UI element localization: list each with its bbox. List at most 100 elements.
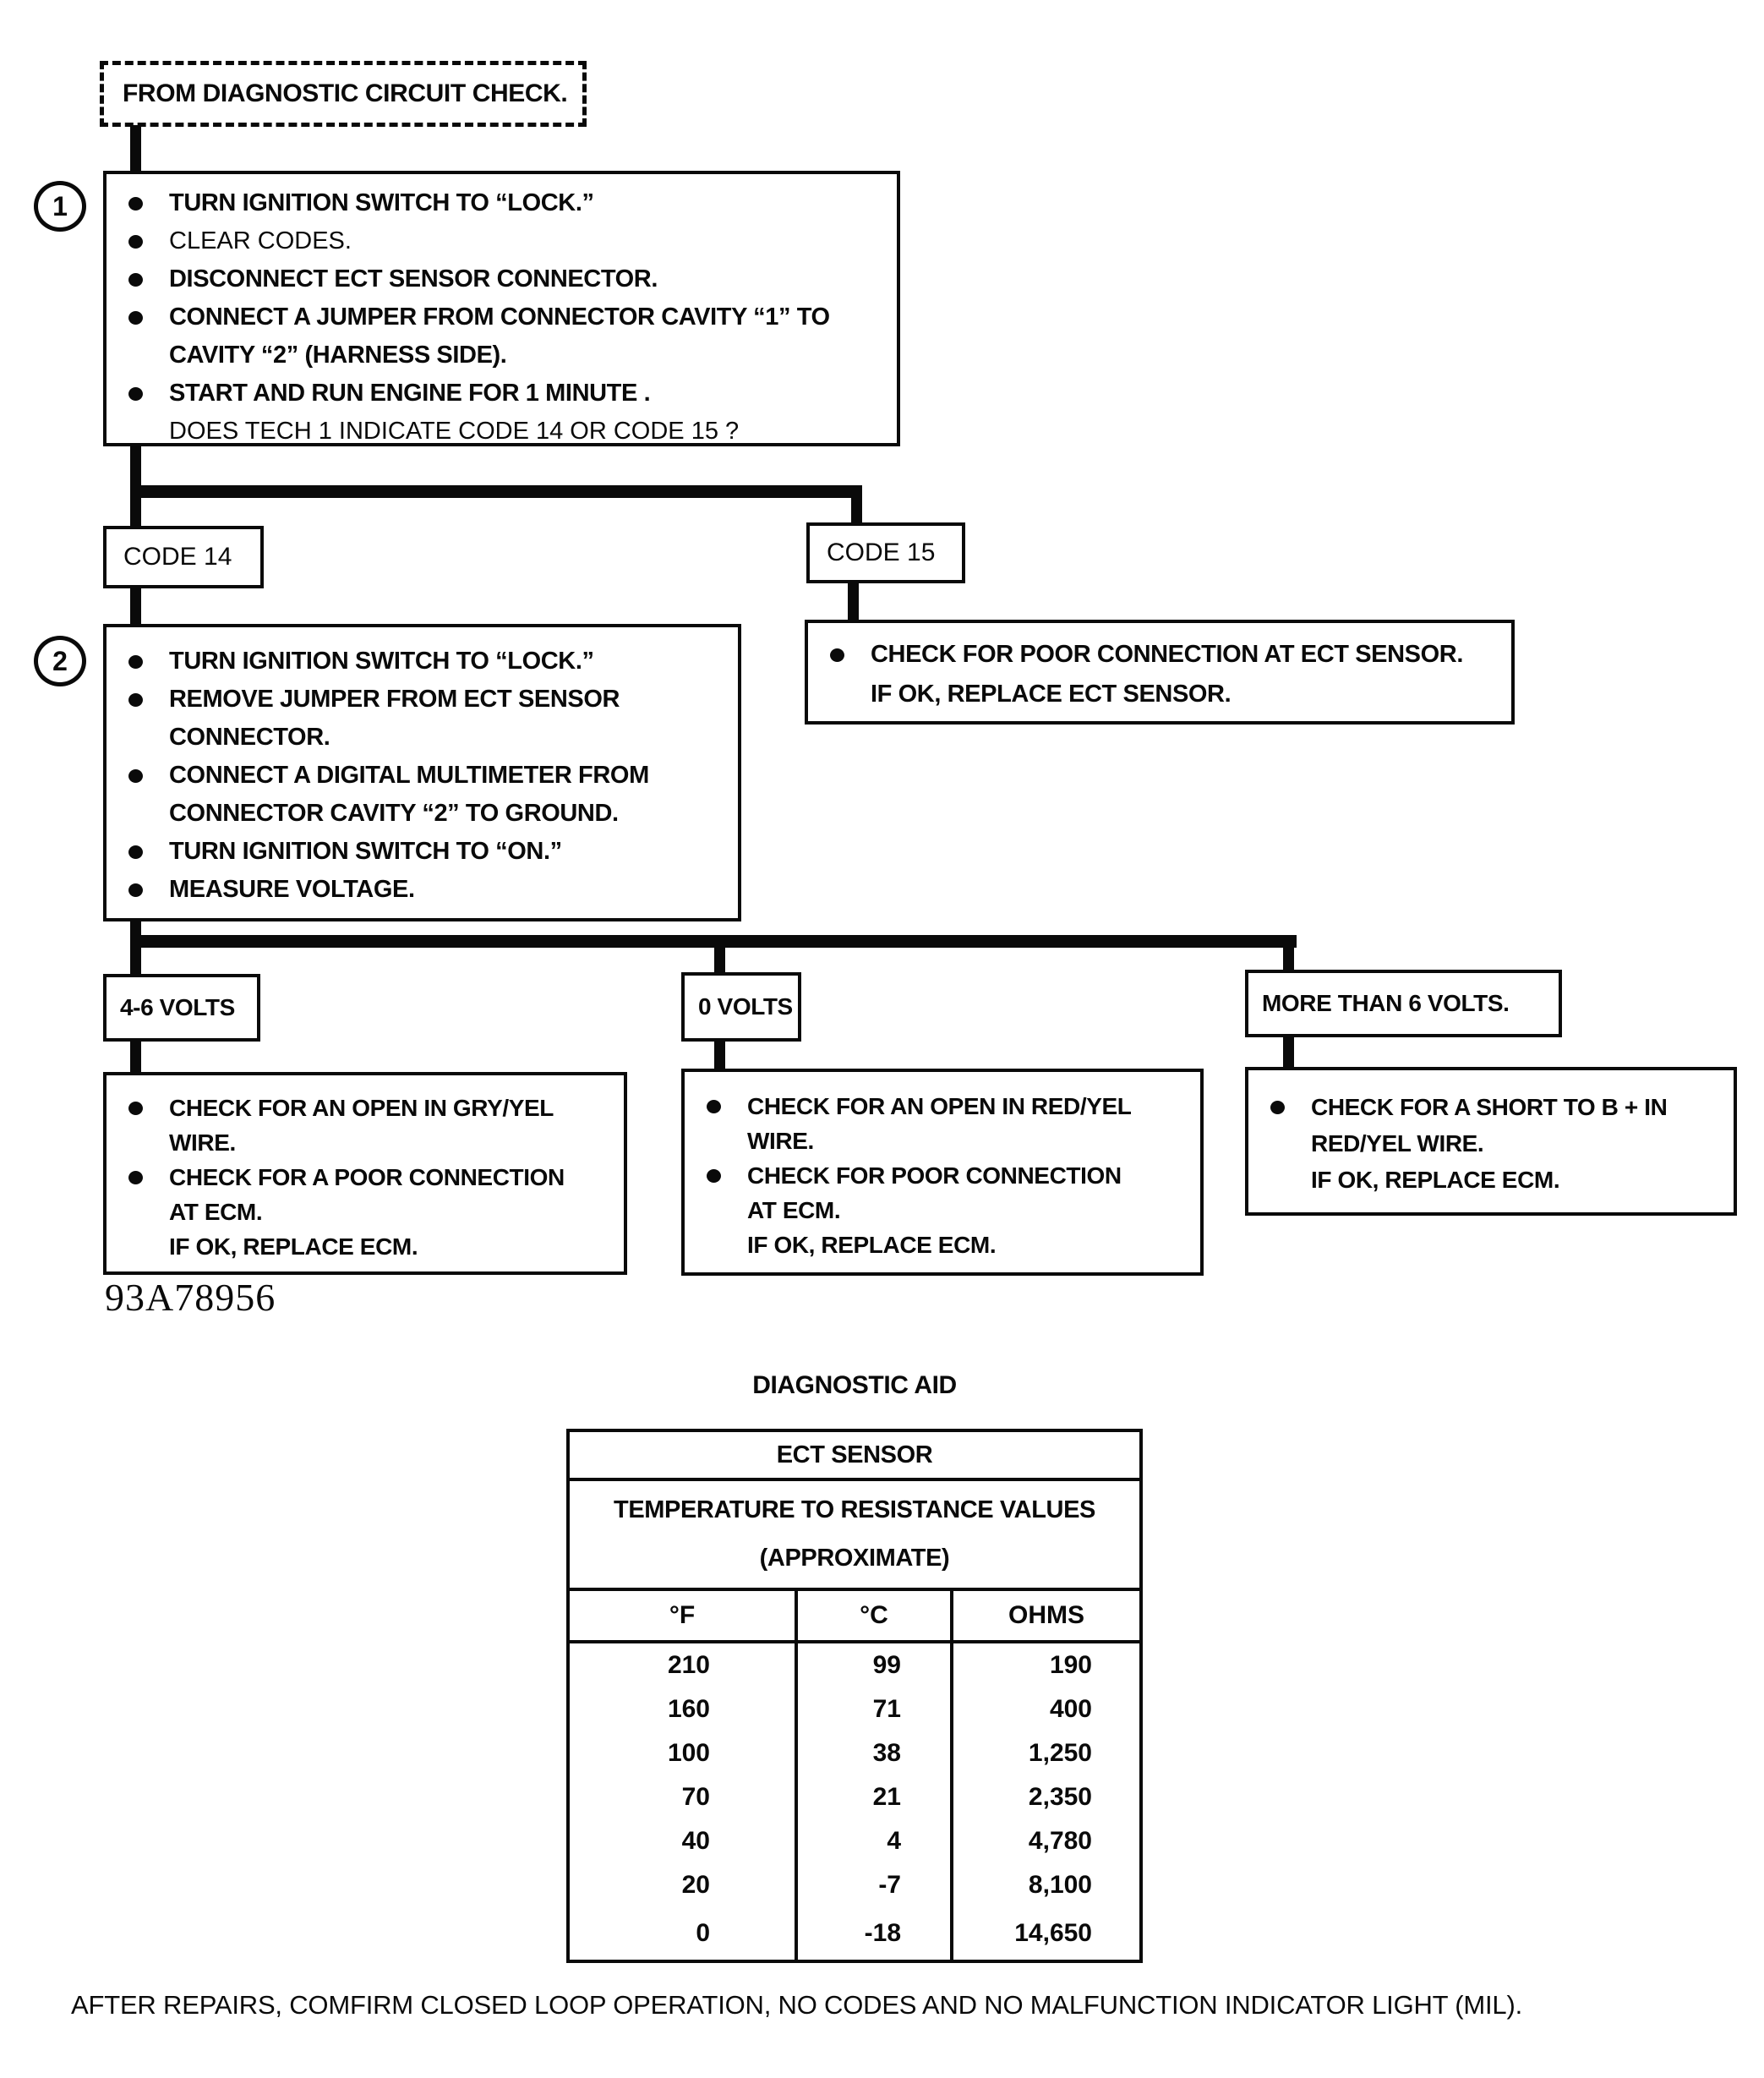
cell-c: 99 [798, 1643, 953, 1687]
step1-number-badge: 1 [34, 181, 86, 232]
step-text: CHECK FOR A POOR CONNECTION [169, 1163, 565, 1190]
step-line: TURN IGNITION SWITCH TO “LOCK.” [106, 643, 738, 681]
step-line: IF OK, REPLACE ECT SENSOR. [808, 675, 1511, 714]
step-text: MEASURE VOLTAGE. [169, 876, 415, 903]
step-text: WIRE. [169, 1129, 236, 1156]
table-row: 100 38 1,250 [570, 1731, 1139, 1775]
bullet-icon [128, 692, 143, 707]
branch-label: 4-6 VOLTS [120, 994, 235, 1020]
connector-line [714, 1042, 725, 1070]
step-text: CHECK FOR POOR CONNECTION [747, 1162, 1122, 1189]
table-row: 210 99 190 [570, 1643, 1139, 1687]
figure-code: 93A78956 [105, 1276, 276, 1319]
column-header-c: °C [798, 1591, 953, 1640]
cell-ohms: 4,780 [1028, 1827, 1092, 1855]
code15-label: CODE 15 [827, 539, 936, 566]
cell-c: 71 [798, 1687, 953, 1731]
step-text: CHECK FOR AN OPEN IN GRY/YEL [169, 1094, 554, 1121]
bullet-icon [830, 648, 844, 662]
step-text: CHECK FOR AN OPEN IN RED/YEL [747, 1092, 1132, 1119]
connector-line [848, 582, 859, 621]
bullet-icon [128, 845, 143, 859]
step-text: TURN IGNITION SWITCH TO “LOCK.” [169, 189, 594, 216]
cell-c: -7 [798, 1863, 953, 1907]
connector-line [130, 498, 141, 528]
step1-box: TURN IGNITION SWITCH TO “LOCK.” CLEAR CO… [103, 171, 900, 446]
code15-label-box: CODE 15 [806, 522, 965, 583]
step-question: DOES TECH 1 INDICATE CODE 14 OR CODE 15 … [106, 413, 897, 451]
step-line: START AND RUN ENGINE FOR 1 MINUTE . [106, 375, 897, 413]
cell-ohms: 2,350 [1028, 1783, 1092, 1811]
step-text: CLEAR CODES. [169, 227, 352, 254]
step-line: RED/YEL WIRE. [1248, 1125, 1734, 1162]
step-line: IF OK, REPLACE ECM. [685, 1228, 1200, 1262]
bullet-icon [128, 386, 143, 401]
step-line: REMOVE JUMPER FROM ECT SENSOR [106, 681, 738, 719]
table-subtitle-line1: TEMPERATURE TO RESISTANCE VALUES [614, 1496, 1095, 1523]
step-text: IF OK, REPLACE ECT SENSOR. [871, 681, 1232, 708]
bullet-icon [128, 196, 143, 211]
step-line: CONNECTOR. [106, 719, 738, 757]
branch-label: MORE THAN 6 VOLTS. [1262, 990, 1510, 1016]
step-line: CHECK FOR POOR CONNECTION AT ECT SENSOR. [808, 635, 1511, 675]
bullet-icon [128, 1170, 143, 1184]
step-line: DISCONNECT ECT SENSOR CONNECTOR. [106, 260, 897, 298]
step-line: TURN IGNITION SWITCH TO “ON.” [106, 833, 738, 871]
step-text: IF OK, REPLACE ECM. [1311, 1166, 1560, 1193]
connector-line [851, 498, 862, 524]
bullet-icon [128, 654, 143, 669]
table-header-row: °F °C OHMS [570, 1591, 1139, 1643]
connector-line [1283, 1037, 1294, 1067]
step-line: CONNECTOR CAVITY “2” TO GROUND. [106, 795, 738, 833]
connector-line [1283, 948, 1294, 970]
cell-ohms: 400 [1049, 1695, 1092, 1723]
step-text: RED/YEL WIRE. [1311, 1129, 1484, 1157]
step-line: WIRE. [106, 1125, 624, 1160]
cell-ohms: 190 [1049, 1651, 1092, 1679]
step2-number-badge: 2 [34, 636, 86, 686]
cell-f: 20 [570, 1863, 798, 1907]
step-line: CONNECT A DIGITAL MULTIMETER FROM [106, 757, 738, 795]
step-line: CHECK FOR A POOR CONNECTION [106, 1160, 624, 1195]
step-text: CAVITY “2” (HARNESS SIDE). [169, 342, 507, 369]
diagnostic-aid-title: DIAGNOSTIC AID [752, 1371, 957, 1399]
bullet-icon [128, 272, 143, 287]
connector-line [130, 948, 141, 975]
table-row: 20 -7 8,100 [570, 1863, 1139, 1907]
bullet-icon [128, 1101, 143, 1115]
step-line: IF OK, REPLACE ECM. [1248, 1162, 1734, 1198]
bullet-icon [128, 883, 143, 897]
cell-c: 21 [798, 1775, 953, 1819]
step-line: CHECK FOR POOR CONNECTION [685, 1158, 1200, 1193]
branch-label: 0 VOLTS [698, 993, 793, 1020]
step-text: CONNECTOR CAVITY “2” TO GROUND. [169, 800, 619, 827]
table-row: 0 -18 14,650 [570, 1907, 1139, 1960]
cell-f: 0 [570, 1907, 798, 1960]
step-text: IF OK, REPLACE ECM. [747, 1231, 997, 1258]
step-line: MEASURE VOLTAGE. [106, 871, 738, 909]
table-row: 40 4 4,780 [570, 1819, 1139, 1863]
step-line: TURN IGNITION SWITCH TO “LOCK.” [106, 184, 897, 222]
table-subtitle-line2: (APPROXIMATE) [759, 1545, 950, 1572]
step2-number: 2 [52, 645, 68, 676]
bullet-icon [128, 234, 143, 249]
step-line: AT ECM. [685, 1193, 1200, 1228]
table-subtitle-row: TEMPERATURE TO RESISTANCE VALUES (APPROX… [570, 1481, 1139, 1591]
step-text: DOES TECH 1 INDICATE CODE 14 OR CODE 15 … [169, 418, 740, 445]
step-line: AT ECM. [106, 1195, 624, 1229]
step-text: TURN IGNITION SWITCH TO “ON.” [169, 838, 562, 865]
cell-ohms: 1,250 [1028, 1739, 1092, 1767]
footer-note: AFTER REPAIRS, COMFIRM CLOSED LOOP OPERA… [71, 1990, 1522, 2020]
branch-0-volts-label-box: 0 VOLTS [681, 972, 801, 1042]
cell-ohms: 8,100 [1028, 1871, 1092, 1899]
step-text: AT ECM. [169, 1198, 263, 1225]
bullet-icon [707, 1099, 721, 1113]
step-text: DISCONNECT ECT SENSOR CONNECTOR. [169, 265, 658, 293]
branch-4-6-volts-label-box: 4-6 VOLTS [103, 974, 260, 1042]
step-text: START AND RUN ENGINE FOR 1 MINUTE . [169, 380, 651, 407]
step-text: CHECK FOR A SHORT TO B + IN [1311, 1093, 1668, 1120]
step-text: TURN IGNITION SWITCH TO “LOCK.” [169, 648, 594, 675]
step2-box: TURN IGNITION SWITCH TO “LOCK.” REMOVE J… [103, 624, 741, 921]
bullet-icon [128, 310, 143, 325]
